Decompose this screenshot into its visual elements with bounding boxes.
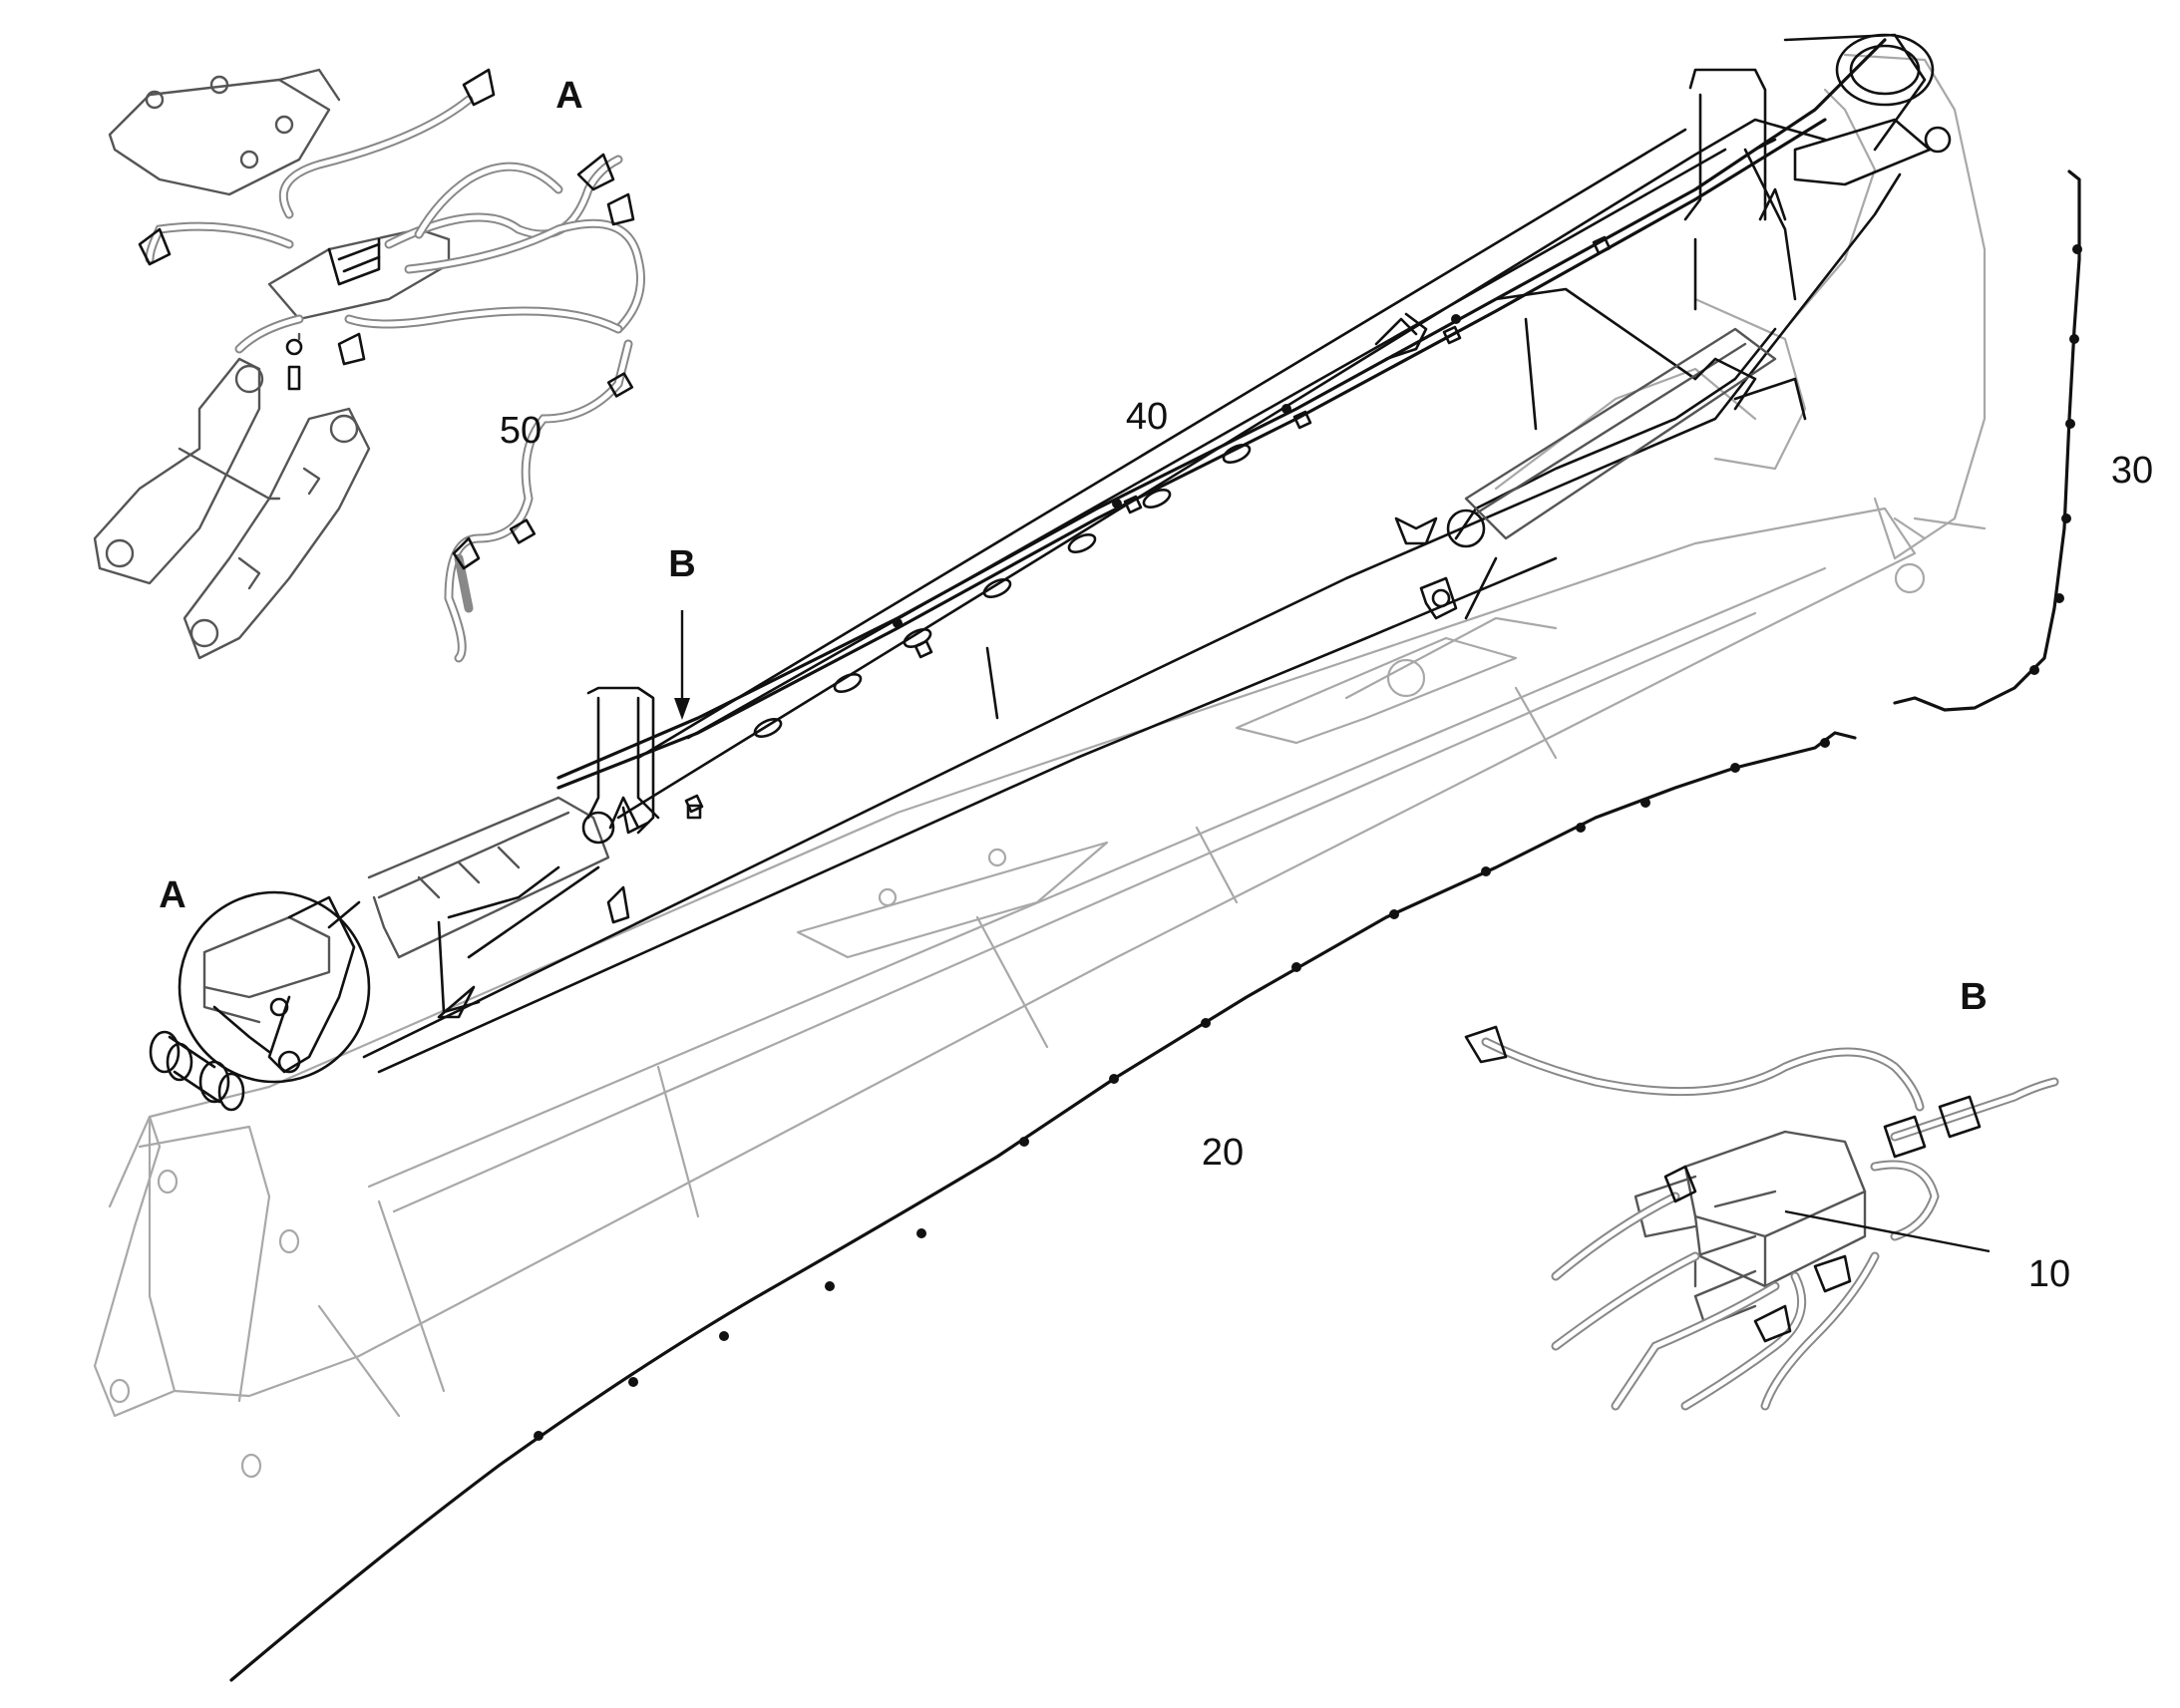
harness-20-line xyxy=(229,731,1857,1682)
inner-telescopic-boom xyxy=(362,118,1902,1074)
end-rollers xyxy=(149,1030,245,1112)
callout-30: 30 xyxy=(2111,450,2153,492)
hydraulic-cylinder-right xyxy=(1374,312,1807,620)
front-end-detail-circle xyxy=(178,890,371,1084)
outer-boom-body xyxy=(93,507,1917,1479)
harness-40-line xyxy=(556,33,1927,790)
detail-b-inset xyxy=(1464,1025,2059,1411)
callout-10: 10 xyxy=(2028,1253,2070,1295)
callout-40: 40 xyxy=(1126,396,1168,438)
boom-slot-holes xyxy=(684,235,1612,814)
detail-a-inset xyxy=(93,68,451,660)
detail-a-circle-label: A xyxy=(159,874,185,916)
top-pulley xyxy=(1683,33,1952,221)
detail-a-label: A xyxy=(555,75,582,117)
detail-a-hoses xyxy=(138,68,645,663)
bracket-b-hook xyxy=(586,686,702,835)
harness-30-line xyxy=(1893,170,2082,712)
detail-b-arrow-label: B xyxy=(668,543,695,585)
leader-lines xyxy=(674,610,1991,1253)
callout-50: 50 xyxy=(500,410,542,452)
detail-b-label: B xyxy=(1960,976,1987,1018)
callout-20: 20 xyxy=(1202,1132,1244,1174)
hydraulic-cylinder-left xyxy=(367,796,630,1019)
boom-head-pivot xyxy=(1235,53,1987,745)
